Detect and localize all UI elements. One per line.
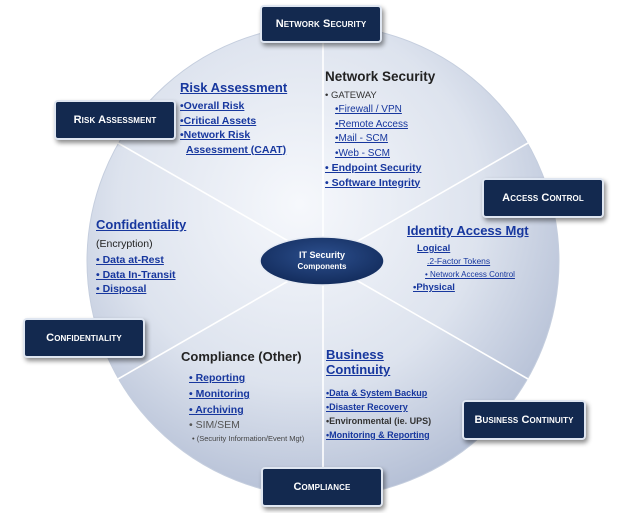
compliance-box: Compliance [261, 467, 383, 507]
continuity-item-disaster[interactable]: •Disaster Recovery [326, 402, 408, 412]
confidentiality-item-disposal[interactable]: • Disposal [96, 283, 147, 295]
identity-logical[interactable]: Logical [417, 243, 451, 254]
compliance-title: Compliance (Other) [181, 349, 302, 364]
risk-item-network[interactable]: •Network Risk [180, 129, 251, 141]
risk-assessment-box: Risk Assessment [54, 100, 176, 140]
identity-access-section: Identity Access Mgt Logical .2-Factor To… [407, 223, 529, 294]
risk-assessment-title[interactable]: Risk Assessment [180, 80, 288, 95]
confidentiality-item-rest[interactable]: • Data at-Rest [96, 254, 164, 266]
risk-item-caat[interactable]: Assessment (CAAT) [186, 143, 287, 156]
risk-item-overall[interactable]: •Overall Risk [180, 100, 245, 112]
risk-item-critical[interactable]: •Critical Assets [180, 114, 257, 127]
confidentiality-box: Confidentiality [23, 318, 145, 358]
compliance-item-archiving[interactable]: • Archiving [189, 404, 244, 416]
business-continuity-box: Business Continuity [462, 400, 586, 440]
identity-logical-tokens[interactable]: .2-Factor Tokens [427, 256, 491, 266]
center-hub [259, 236, 385, 286]
network-security-box: Network Security [260, 5, 382, 43]
center-label: IT Security Components [272, 250, 372, 272]
identity-access-title[interactable]: Identity Access Mgt [407, 223, 529, 238]
network-security-section: Network Security • GATEWAY •Firewall / V… [325, 69, 435, 190]
continuity-item-backup[interactable]: •Data & System Backup [326, 388, 428, 398]
business-continuity-title[interactable]: Business Continuity [326, 347, 431, 377]
confidentiality-section: Confidentiality (Encryption) • Data at-R… [96, 217, 186, 297]
risk-assessment-section: Risk Assessment •Overall Risk •Critical … [180, 80, 287, 157]
confidentiality-item-transit[interactable]: • Data In-Transit [96, 268, 176, 281]
business-continuity-title-line2: Continuity [326, 362, 391, 377]
compliance-sim: • SIM/SEM [189, 419, 240, 431]
gateway-item-firewall[interactable]: •Firewall / VPN [335, 104, 402, 115]
center-label-line2: Components [297, 262, 347, 271]
business-continuity-section: Business Continuity •Data & System Backu… [326, 347, 431, 442]
gateway-item-mail[interactable]: •Mail - SCM [335, 133, 388, 144]
access-control-box: Access Control [482, 178, 604, 218]
network-item-endpoint[interactable]: • Endpoint Security [325, 162, 422, 174]
confidentiality-sub: (Encryption) [96, 238, 153, 250]
gateway-item-remote[interactable]: •Remote Access [335, 118, 408, 130]
network-item-software[interactable]: • Software Integrity [325, 176, 421, 189]
identity-physical[interactable]: •Physical [413, 282, 455, 293]
continuity-item-environmental: •Environmental (ie. UPS) [326, 416, 432, 426]
identity-logical-nac[interactable]: • Network Access Control [425, 270, 515, 279]
network-security-title: Network Security [325, 69, 436, 84]
continuity-item-monitoring[interactable]: •Monitoring & Reporting [326, 430, 430, 440]
center-label-line1: IT Security [298, 250, 345, 260]
compliance-section: Compliance (Other) • Reporting • Monitor… [181, 349, 304, 445]
compliance-sim-note: • (Security Information/Event Mgt) [192, 434, 305, 443]
confidentiality-title[interactable]: Confidentiality [96, 217, 187, 232]
business-continuity-title-line1: Business [326, 347, 384, 362]
compliance-item-reporting[interactable]: • Reporting [189, 372, 246, 384]
gateway-label: • GATEWAY [325, 90, 377, 101]
gateway-item-web[interactable]: •Web - SCM [335, 147, 390, 159]
compliance-item-monitoring[interactable]: • Monitoring [189, 388, 250, 400]
